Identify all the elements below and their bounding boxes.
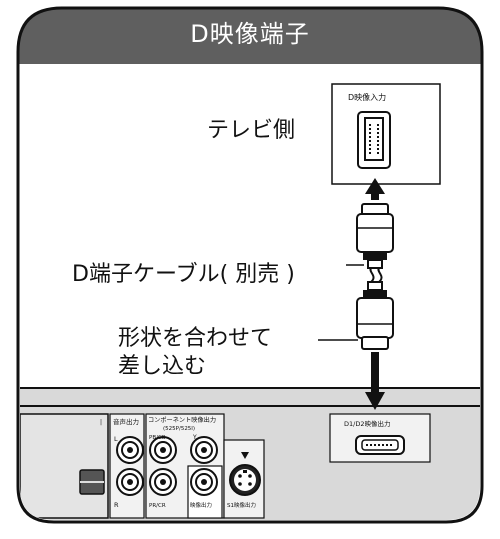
page-title: D映像端子 <box>190 20 310 48</box>
s-video-jack-icon <box>229 464 261 496</box>
audio-out-label: 音声出力 <box>113 417 139 426</box>
instruction-line-1: 形状を合わせて <box>118 326 273 351</box>
d-out-label: D1/D2映像出力 <box>344 419 390 428</box>
instruction-line-2: 差し込む <box>118 354 207 379</box>
arrow-up-icon <box>365 178 385 200</box>
audio-r-label: R <box>114 501 119 509</box>
triangle-marker-icon <box>241 452 249 459</box>
arrow-down-icon <box>365 352 385 410</box>
audio-out-box <box>109 413 145 519</box>
tv-side-label: テレビ側 <box>207 118 296 143</box>
cut-text-left: | <box>100 419 102 426</box>
d-terminal-jack-icon <box>357 111 391 169</box>
video-out-label: 映像出力 <box>190 501 212 509</box>
y-label: Y <box>192 434 197 441</box>
title-bar <box>16 6 484 68</box>
audio-l-label: L <box>114 435 118 443</box>
component-pb-jack-icon <box>149 436 177 464</box>
pr-label: PR/CR <box>149 503 166 509</box>
component-pr-jack-icon <box>149 468 177 496</box>
component-format-label: (525P/525I) <box>163 426 195 432</box>
tv-jack-label: D映像入力 <box>348 92 386 102</box>
pb-label: PB/CB <box>149 435 166 441</box>
cable-line <box>369 267 383 283</box>
cable-label: D端子ケーブル( 別売 ) <box>72 262 295 287</box>
d-out-box <box>329 413 431 463</box>
cable-connector-top <box>356 203 394 269</box>
component-y-jack-icon <box>190 436 218 464</box>
audio-l-jack-icon <box>116 436 144 464</box>
audio-r-jack-icon <box>116 468 144 496</box>
s1-video-label: S1映像出力 <box>227 501 256 509</box>
cable-connector-bottom <box>356 281 394 350</box>
video-out-jack-icon <box>190 468 218 496</box>
component-out-label: コンポーネント映像出力 <box>148 416 216 424</box>
tv-input-box: D映像入力 <box>331 83 441 185</box>
